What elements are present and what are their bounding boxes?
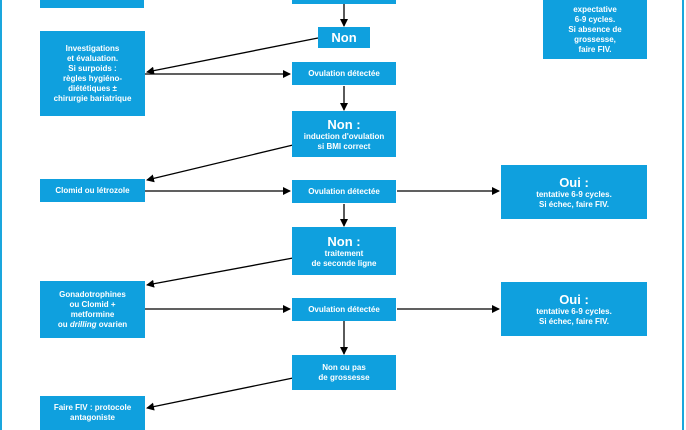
gonado-line-3: metformine (70, 309, 115, 319)
arrow-non2-to-clomid (146, 144, 294, 183)
non-2-line-2: si BMI correct (317, 141, 371, 151)
investigations-line-6: chirurgie bariatrique (53, 93, 132, 103)
arrow-nonpas-to-fiv (146, 377, 294, 411)
non-3-line-1: traitement (324, 248, 364, 258)
ovulation-2-label: Ovulation détectée (308, 186, 380, 196)
oui-1-title: Oui : (559, 174, 589, 190)
non-3-line-2: de seconde ligne (311, 258, 377, 268)
oui-2-line-2: Si échec, faire FIV. (539, 316, 609, 326)
non-pas-grossesse-box: Non ou pas de grossesse (292, 355, 396, 390)
oui-box-2: Oui : tentative 6-9 cycles. Si échec, fa… (501, 282, 647, 336)
non-second-line-box: Non : traitement de seconde ligne (292, 227, 396, 275)
arrow-non3-to-gonado (146, 257, 294, 288)
ovulation-1-label: Ovulation détectée (308, 68, 380, 78)
investigations-line-1: Investigations (65, 43, 120, 53)
gonado-line-4-em: drilling (69, 319, 97, 329)
oui-2-line-1: tentative 6-9 cycles. (536, 306, 612, 316)
investigations-line-3: Si surpoids : (68, 63, 117, 73)
investigations-line-4: règles hygiéno- (62, 73, 123, 83)
gonado-line-4-post: ovarien (96, 319, 128, 329)
investigations-box: Investigations et évaluation. Si surpoid… (40, 31, 145, 116)
top-right-line-2: 6-9 cycles. (574, 14, 616, 24)
top-left-stub-box (40, 0, 144, 8)
oui-box-1: Oui : tentative 6-9 cycles. Si échec, fa… (501, 165, 647, 219)
top-center-stub-box (292, 0, 396, 4)
gonadotrophines-box: Gonadotrophines ou Clomid + metformine o… (40, 281, 145, 338)
fiv-line-1: Faire FIV : protocole (53, 403, 132, 412)
gonado-line-4: ou drilling ovarien (58, 320, 127, 330)
non-pas-line-2: de grossesse (318, 372, 370, 382)
gonado-line-1: Gonadotrophines (59, 289, 126, 299)
investigations-line-2: et évaluation. (66, 53, 119, 63)
non-2-title: Non : (327, 116, 361, 132)
top-right-line-5: faire FIV. (578, 44, 612, 54)
clomid-label: Clomid ou létrozole (55, 185, 130, 195)
oui-1-line-1: tentative 6-9 cycles. (536, 189, 612, 199)
non-pas-line-1: Non ou pas (322, 362, 366, 372)
oui-1-line-2: Si échec, faire FIV. (539, 199, 609, 209)
non-induction-box: Non : induction d'ovulation si BMI corre… (292, 111, 396, 157)
gonado-line-4-pre: ou (57, 319, 70, 329)
arrow-non-to-investigations (146, 37, 319, 75)
top-right-expectative-box: expectative 6-9 cycles. Si absence de gr… (543, 0, 647, 59)
top-right-line-1: expectative (573, 4, 617, 14)
fiv-line-2: antagoniste (70, 413, 115, 422)
ovulation-box-3: Ovulation détectée (292, 298, 396, 321)
clomid-box: Clomid ou létrozole (40, 179, 145, 202)
non-box-1: Non (318, 27, 370, 48)
gonado-line-2: ou Clomid + (69, 299, 116, 309)
non-3-title: Non : (327, 233, 361, 249)
top-right-line-3: Si absence de (568, 24, 622, 34)
fiv-antagoniste-box: Faire FIV : protocole antagoniste (40, 396, 145, 430)
ovulation-box-1: Ovulation détectée (292, 62, 396, 85)
oui-2-title: Oui : (559, 291, 589, 307)
top-right-line-4: grossesse, (574, 34, 616, 44)
non-1-title: Non (331, 30, 357, 45)
ovulation-3-label: Ovulation détectée (308, 304, 380, 314)
investigations-line-5: diététiques ± (68, 83, 117, 93)
non-2-line-1: induction d'ovulation (303, 131, 385, 141)
ovulation-box-2: Ovulation détectée (292, 180, 396, 203)
